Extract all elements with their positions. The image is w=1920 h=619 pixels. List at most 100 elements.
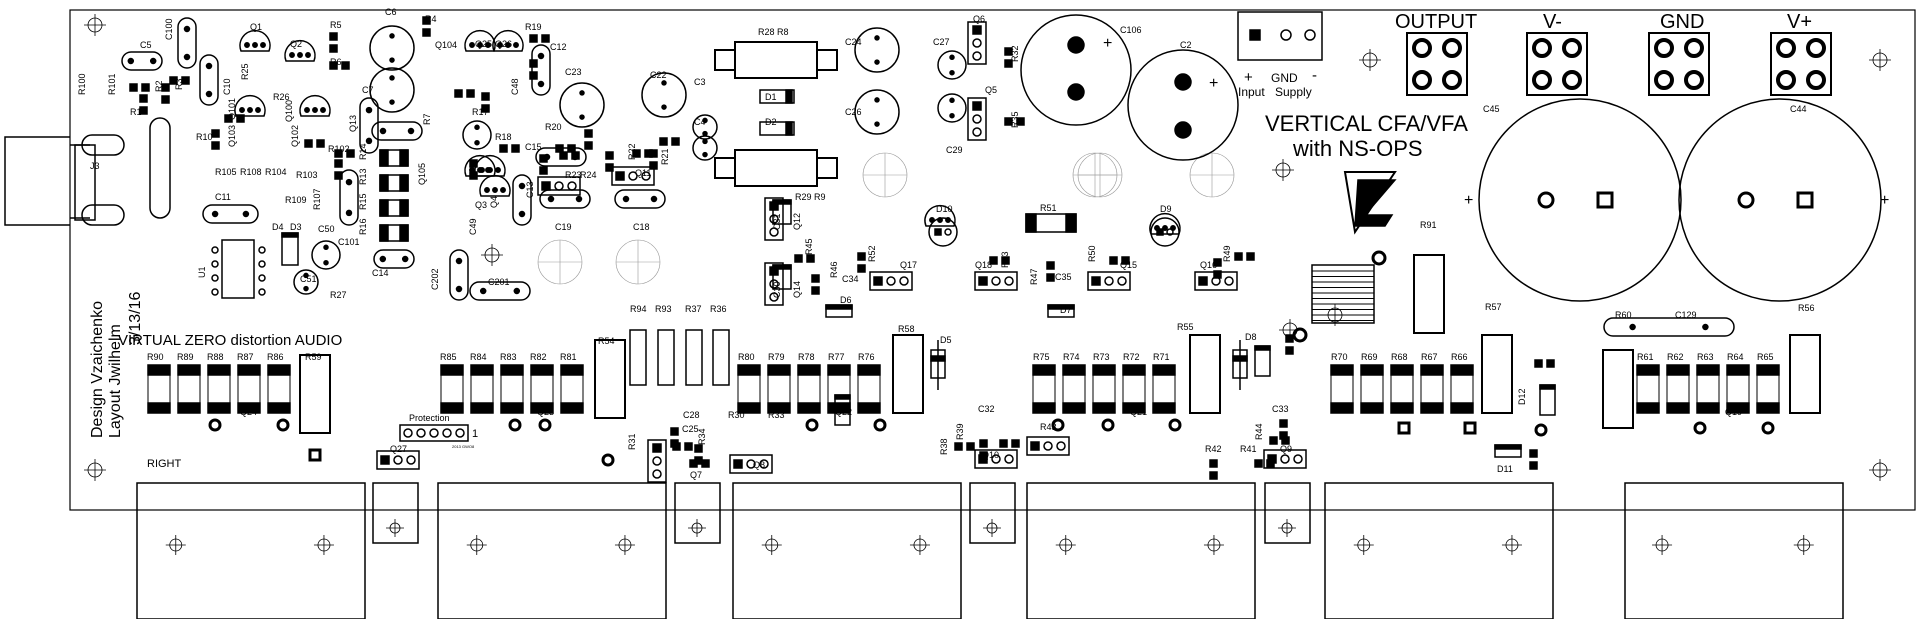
ref-c31: C31	[772, 213, 782, 230]
ref-r88: R88	[207, 352, 224, 362]
pin-header	[974, 449, 1018, 469]
ref-r57: R57	[1485, 302, 1502, 312]
smd-resistor-large	[379, 224, 409, 242]
ref-r5: R5	[330, 20, 342, 30]
smd-resistor-large	[1330, 364, 1354, 414]
ref-c48: C48	[510, 78, 520, 95]
heatsink-outline	[1026, 482, 1256, 619]
board-title-line2: with NS-OPS	[1292, 136, 1423, 161]
smd-resistor-large	[827, 364, 851, 414]
ref-c106: C106	[1120, 25, 1142, 35]
smd-pad	[1004, 47, 1013, 68]
ref-r42: R42	[1205, 444, 1222, 454]
pad	[1693, 421, 1707, 435]
smd-pad	[1234, 252, 1255, 261]
cap-c2	[1127, 49, 1239, 161]
ref-q102: Q102	[290, 125, 300, 147]
ref-c13: C13	[525, 181, 535, 198]
ref-r41: R41	[1240, 444, 1257, 454]
film-cap	[373, 249, 415, 269]
ref-q23: Q23	[537, 407, 554, 417]
ref-c7: C7	[362, 85, 374, 95]
pad	[508, 418, 522, 432]
ref-q22: Q22	[835, 407, 852, 417]
transistor-to92	[239, 29, 271, 52]
ref-c2: C2	[1180, 40, 1192, 50]
mounting-hole-icon	[1055, 535, 1076, 555]
plus-icon: +	[1209, 75, 1218, 92]
smd-pad	[989, 256, 1010, 265]
smd-pad	[481, 92, 490, 113]
ref-r65: R65	[1757, 352, 1774, 362]
pin-header	[967, 21, 987, 65]
terminal-output-label: OUTPUT	[1395, 11, 1477, 33]
ref-r45: R45	[804, 238, 814, 255]
plus-icon: +	[1880, 192, 1889, 209]
terminal-block	[1406, 32, 1468, 96]
ref-r69: R69	[1361, 352, 1378, 362]
ref-r1: R1	[130, 107, 142, 117]
ref-q16: Q16	[1200, 260, 1217, 270]
pin-header	[1194, 271, 1238, 291]
smd-pad	[169, 76, 190, 85]
electrolytic-cap	[937, 50, 967, 80]
ref-c27: C27	[933, 37, 950, 47]
smd-pad	[454, 89, 475, 98]
ref-r27: R27	[330, 290, 347, 300]
ref-q19: Q19	[1725, 407, 1742, 417]
pin-header	[1087, 271, 1131, 291]
film-cap	[199, 54, 219, 106]
ref-r71: R71	[1153, 352, 1170, 362]
ref-c25: C25	[682, 424, 699, 434]
ref-r87: R87	[237, 352, 254, 362]
mounting-hole-icon	[1793, 535, 1814, 555]
ref-c129: C129	[1675, 310, 1697, 320]
diode-package	[1539, 384, 1556, 416]
input-plus-label: +	[1244, 69, 1253, 86]
ref-c50: C50	[318, 224, 335, 234]
cap-c45	[1478, 98, 1682, 302]
electrolytic-cap	[854, 89, 900, 135]
pad	[1168, 418, 1182, 432]
ref-r79: R79	[768, 352, 785, 362]
ref-q26: Q26	[495, 39, 512, 49]
electrolytic-cap	[854, 27, 900, 73]
ref-r53: R53	[1000, 251, 1010, 268]
smd-pad	[1046, 261, 1055, 282]
ref-u1: U1	[197, 266, 207, 278]
ref-q24: Q24	[240, 407, 257, 417]
smd-pad	[689, 459, 710, 468]
ref-r18: R18	[495, 132, 512, 142]
ref-c4: C4	[694, 117, 706, 127]
mounting-hole-icon	[165, 535, 186, 555]
smd-pad	[139, 94, 148, 115]
mounting-hole-icon	[761, 535, 782, 555]
smd-pad	[811, 274, 820, 295]
ref-r77: R77	[828, 352, 845, 362]
pad	[1051, 418, 1065, 432]
ref-d9: D9	[1160, 204, 1172, 214]
ref-c29: C29	[946, 145, 963, 155]
ref-r58: R58	[898, 324, 915, 334]
diode-axial	[930, 340, 946, 390]
terminal-block	[1648, 32, 1710, 96]
power-resistor	[1789, 334, 1821, 414]
pin-header	[611, 166, 655, 186]
board-title-line1: VERTICAL CFA/VFA	[1265, 111, 1468, 136]
smd-pad	[224, 114, 245, 123]
ref-c15: C15	[525, 142, 542, 152]
terminal-block	[1770, 32, 1832, 96]
smd-resistor-large	[267, 364, 291, 414]
ref-c24: C24	[845, 37, 862, 47]
ref-r84: R84	[470, 352, 487, 362]
transistor-tab	[372, 482, 419, 544]
heatsink-outline	[1624, 482, 1844, 619]
board-outline	[69, 9, 1916, 511]
ref-c18: C18	[633, 222, 650, 232]
ref-r60: R60	[1615, 310, 1632, 320]
mounting-hole-icon	[1359, 49, 1381, 71]
static-artwork	[4, 9, 1916, 619]
transistor-to92	[234, 94, 266, 117]
mounting-hole-icon	[1272, 159, 1294, 181]
